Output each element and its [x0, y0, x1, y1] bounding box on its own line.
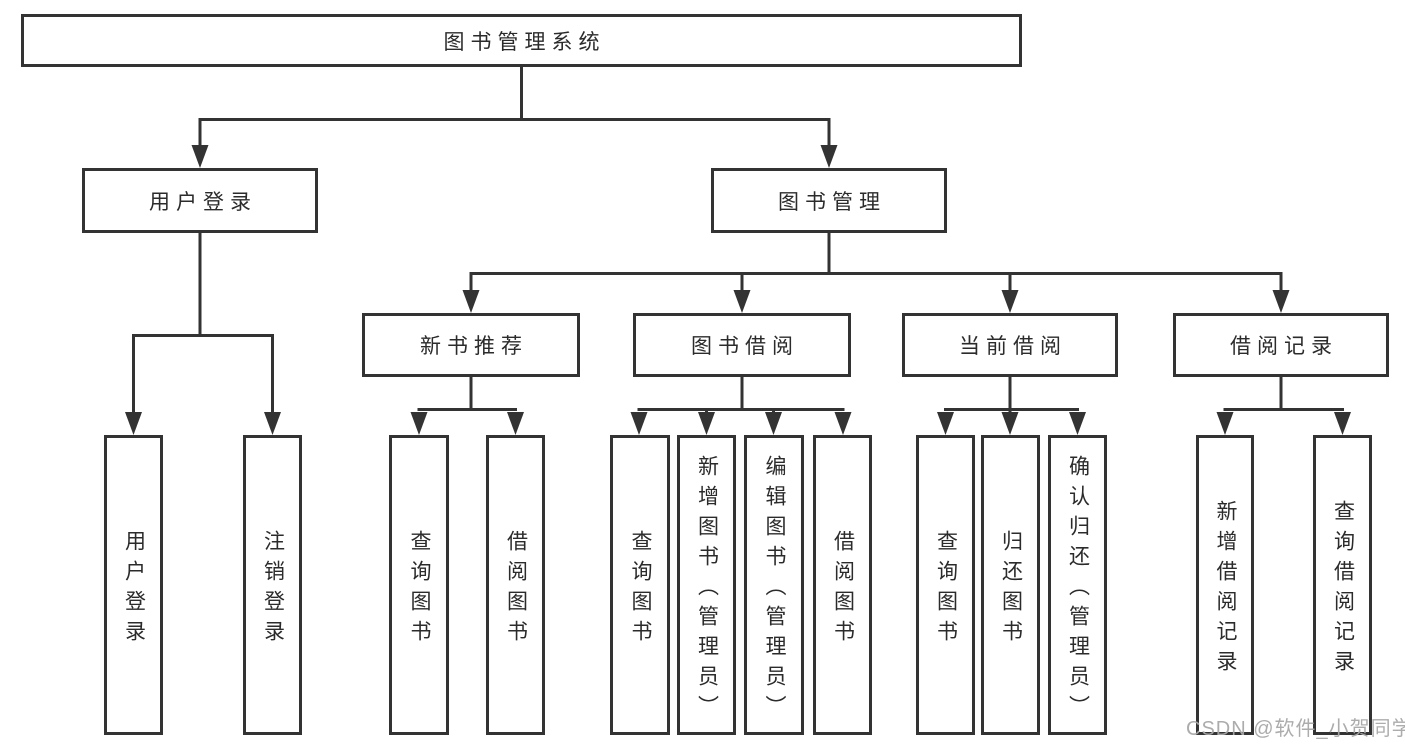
node-book-management: 图书管理: [711, 168, 947, 233]
leaf-add-book-admin: 新增图书（管理员）: [677, 435, 736, 735]
leaf-query-borrow-record-label: 查询借阅记录: [1331, 499, 1355, 680]
node-borrowing-records: 借阅记录: [1173, 313, 1389, 377]
arrowheads: [125, 145, 1351, 435]
leaf-query-books-borrowing: 查询图书: [610, 435, 670, 735]
node-current-borrowing-label: 当前借阅: [959, 335, 1067, 358]
leaf-borrow-books-label: 借阅图书: [831, 529, 855, 650]
node-root: 图书管理系统: [21, 14, 1022, 67]
leaf-add-borrow-record-label: 新增借阅记录: [1214, 499, 1237, 680]
leaf-user-login: 用户登录: [104, 435, 163, 735]
leaf-logout: 注销登录: [243, 435, 302, 735]
leaf-query-books-recommendation: 查询图书: [389, 435, 449, 735]
node-new-book-recommendation: 新书推荐: [362, 313, 580, 377]
leaf-add-book-admin-label: 新增图书（管理员）: [695, 454, 719, 725]
leaf-query-books-recommendation-label: 查询图书: [408, 529, 431, 650]
leaf-query-borrow-record: 查询借阅记录: [1313, 435, 1372, 735]
node-root-label: 图书管理系统: [443, 30, 606, 54]
leaf-return-book: 归还图书: [981, 435, 1040, 735]
node-borrowing-records-label: 借阅记录: [1230, 335, 1338, 358]
csdn-watermark: CSDN @软件_小贺同学: [1186, 718, 1405, 740]
leaf-return-book-label: 归还图书: [999, 529, 1023, 650]
leaf-logout-label: 注销登录: [261, 529, 285, 650]
node-current-borrowing: 当前借阅: [902, 313, 1118, 377]
node-book-management-label: 图书管理: [778, 190, 886, 214]
leaf-query-books-current-label: 查询图书: [934, 529, 958, 650]
leaf-user-login-label: 用户登录: [122, 529, 146, 650]
leaf-borrow-books: 借阅图书: [813, 435, 872, 735]
leaf-confirm-return-admin: 确认归还（管理员）: [1048, 435, 1107, 735]
leaf-borrow-books-recommendation: 借阅图书: [486, 435, 545, 735]
leaf-confirm-return-admin-label: 确认归还（管理员）: [1066, 454, 1090, 725]
node-user-login-label: 用户登录: [149, 190, 257, 214]
leaf-add-borrow-record: 新增借阅记录: [1196, 435, 1254, 735]
leaf-edit-book-admin: 编辑图书（管理员）: [744, 435, 804, 735]
node-user-login: 用户登录: [82, 168, 318, 233]
leaf-edit-book-admin-label: 编辑图书（管理员）: [763, 454, 786, 725]
node-new-book-recommendation-label: 新书推荐: [420, 335, 528, 358]
leaf-query-books-current: 查询图书: [916, 435, 975, 735]
node-book-borrowing: 图书借阅: [633, 313, 851, 377]
leaf-query-books-borrowing-label: 查询图书: [629, 529, 652, 650]
leaf-borrow-books-recommendation-label: 借阅图书: [504, 529, 528, 650]
node-book-borrowing-label: 图书借阅: [691, 335, 799, 358]
